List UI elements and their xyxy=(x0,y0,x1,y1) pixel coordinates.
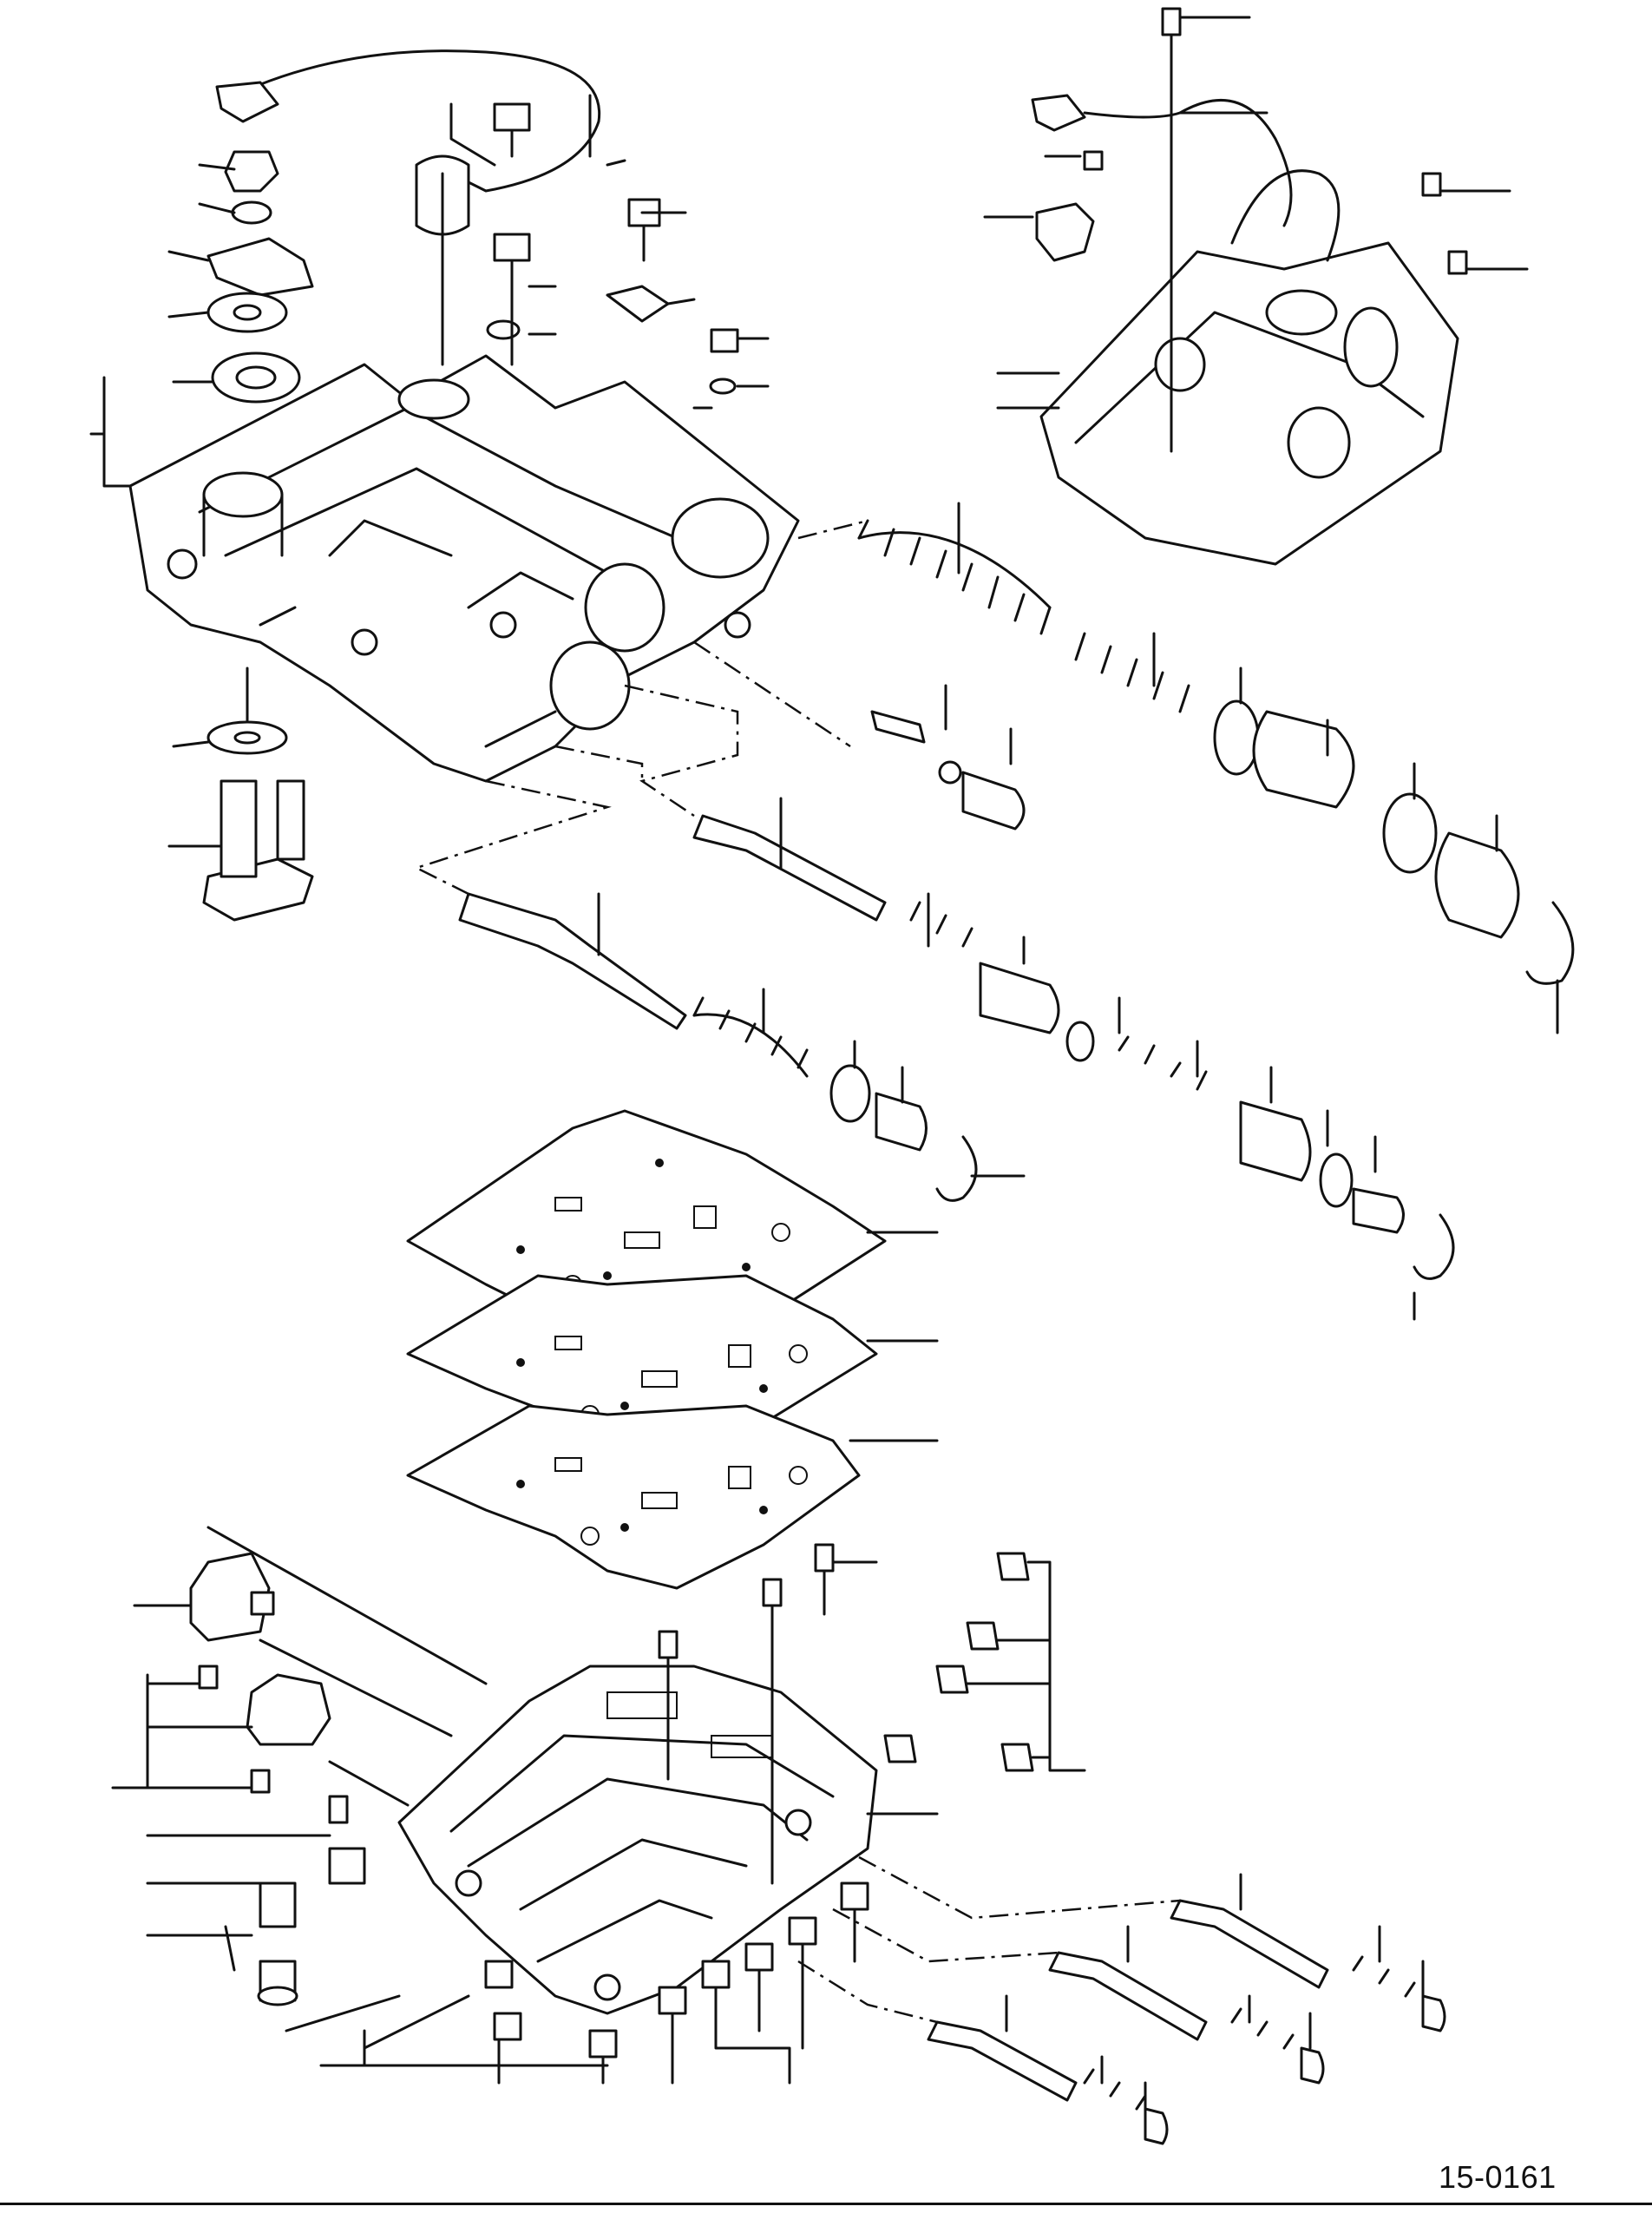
upper-valve-body xyxy=(128,354,800,783)
lower-left-parts xyxy=(111,1526,488,2050)
figure-reference-code: 15-0161 xyxy=(1439,2159,1557,2195)
plate-leaders xyxy=(849,1231,939,1442)
lower-bolts xyxy=(319,1543,1086,2085)
lower-valve-body xyxy=(397,1665,939,2015)
lower-right-spools xyxy=(797,1855,1446,2145)
separator-plate-3 xyxy=(406,1404,861,1590)
lower-spring-string xyxy=(458,892,1026,1202)
inset-valve-body xyxy=(983,7,1529,566)
guide-lines xyxy=(246,519,869,896)
upper-right-spring-string xyxy=(857,502,1575,1034)
top-left-small-parts xyxy=(89,49,770,922)
bottom-rule xyxy=(0,2203,1652,2205)
middle-spring-string xyxy=(692,684,1455,1321)
